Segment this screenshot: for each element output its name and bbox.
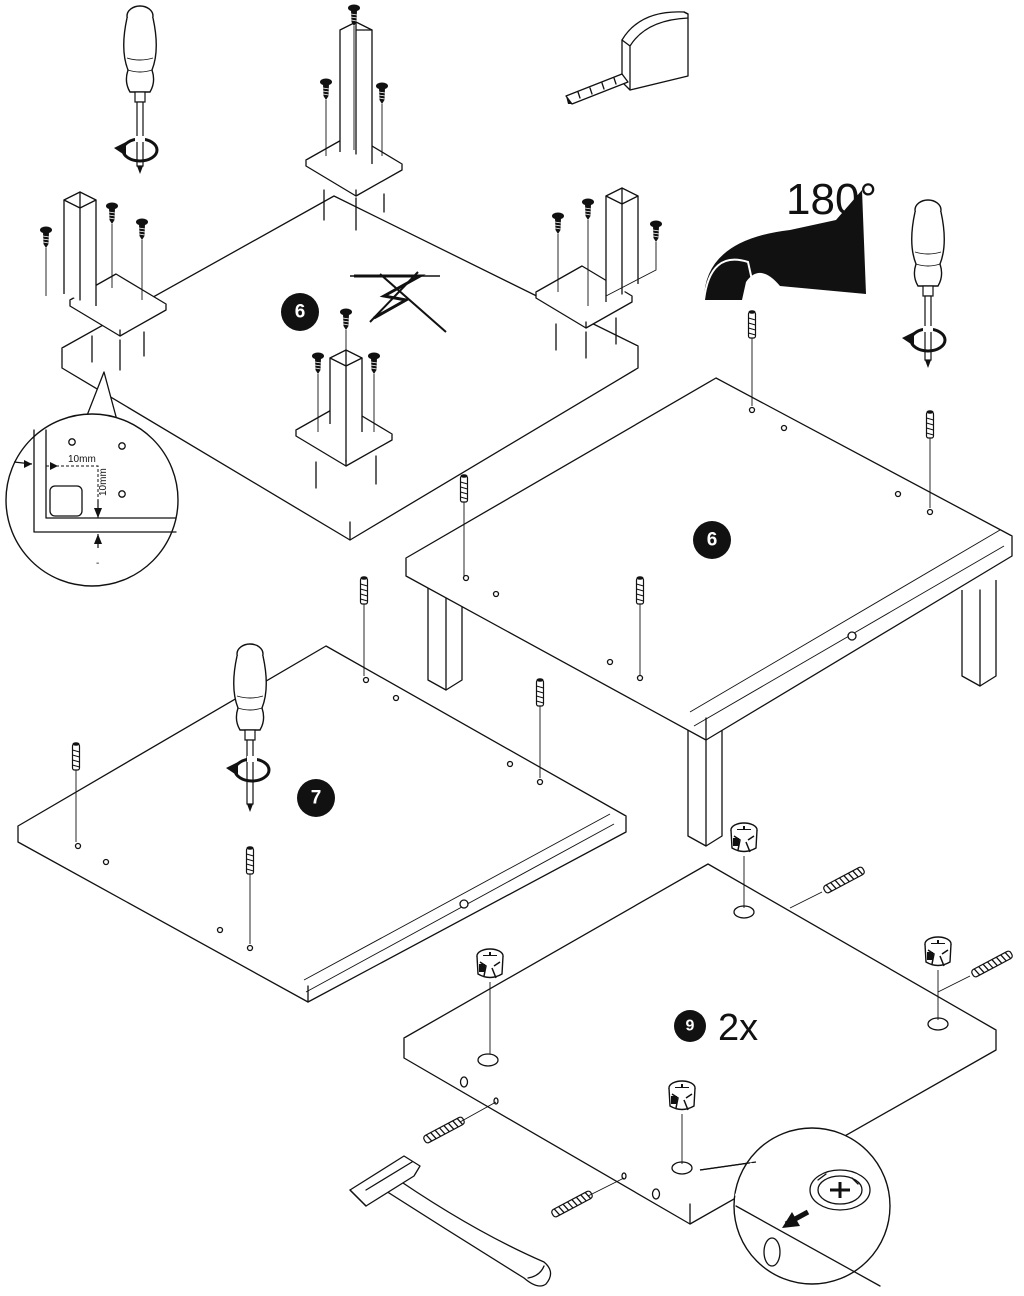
screw-icon bbox=[39, 4, 663, 432]
rotate-arrow-icon bbox=[900, 324, 947, 353]
board-middle-left bbox=[17, 645, 627, 1003]
svg-text:9: 9 bbox=[686, 1018, 695, 1035]
step-badge: 7 bbox=[297, 779, 335, 817]
corner-bracket bbox=[305, 21, 403, 231]
hammer-icon bbox=[349, 1155, 552, 1287]
svg-text:10mm: 10mm bbox=[68, 454, 96, 465]
drill-holes bbox=[462, 406, 934, 682]
cam-lock-icon bbox=[476, 822, 952, 1164]
no-drill-icon bbox=[350, 271, 447, 333]
detail-callout bbox=[699, 1127, 891, 1287]
quantity-label: 2x bbox=[718, 1007, 758, 1049]
svg-text:6: 6 bbox=[707, 530, 718, 551]
corner-bracket bbox=[63, 191, 167, 371]
tape-measure-icon bbox=[565, 11, 689, 105]
rotation-label: 180° bbox=[786, 175, 877, 224]
step-badge: 6 bbox=[281, 293, 319, 331]
rotation-arrow-icon bbox=[703, 190, 866, 301]
step-badge: 6 bbox=[693, 521, 731, 559]
screwdriver-icon bbox=[911, 199, 945, 369]
detail-callout: 10mm 10mm - bbox=[5, 371, 179, 587]
svg-text:-: - bbox=[96, 558, 99, 569]
dowel-icon bbox=[71, 575, 545, 944]
rotate-arrow-icon bbox=[112, 134, 159, 163]
svg-text:10mm: 10mm bbox=[98, 468, 109, 496]
step-badge: 9 bbox=[674, 1010, 706, 1042]
svg-text:6: 6 bbox=[295, 302, 306, 323]
screwdriver-icon bbox=[123, 5, 157, 175]
drill-holes bbox=[74, 676, 544, 952]
dowel-icon bbox=[422, 865, 1014, 1219]
svg-text:7: 7 bbox=[311, 788, 322, 809]
dowel-icon bbox=[459, 309, 935, 676]
corner-bracket bbox=[535, 187, 639, 359]
